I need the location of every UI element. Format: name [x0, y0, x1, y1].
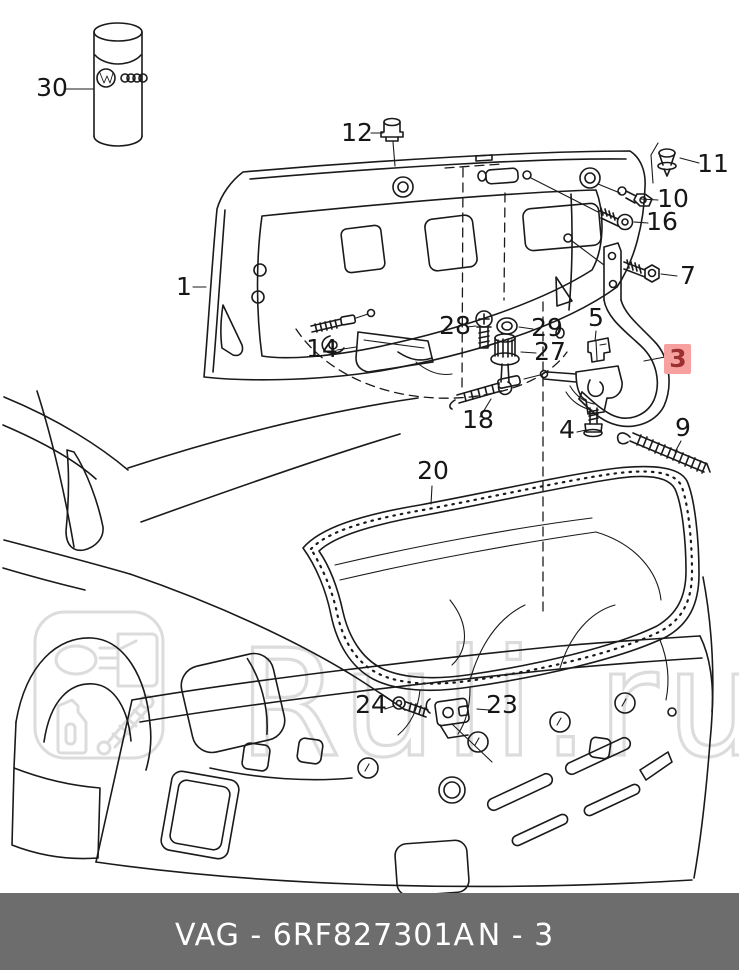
- bolt-28: [475, 310, 493, 349]
- leader-lines: [65, 88, 700, 711]
- callout-12[interactable]: 12: [341, 118, 373, 147]
- trunk-seal: [302, 465, 700, 692]
- watermark-text: Ruli.ru: [238, 618, 739, 790]
- spray-can: [93, 22, 148, 147]
- callout-16[interactable]: 16: [646, 207, 678, 236]
- callout-3[interactable]: 3: [669, 344, 686, 373]
- callout-3-highlight-box: [664, 344, 691, 374]
- callout-10[interactable]: 10: [657, 184, 689, 213]
- callout-24[interactable]: 24: [355, 690, 387, 719]
- hardware: [310, 117, 711, 763]
- bolt-7: [623, 259, 660, 283]
- callout-5[interactable]: 5: [588, 303, 604, 332]
- footer-part-number: VAG - 6RF827301A: [175, 918, 475, 953]
- footer-bar: VAG - 6RF827301A N - 3: [0, 893, 739, 970]
- callout-29[interactable]: 29: [531, 313, 563, 342]
- callout-7[interactable]: 7: [680, 261, 696, 290]
- screw-16: [599, 207, 634, 231]
- trunk-lid: [203, 141, 646, 381]
- callout-20[interactable]: 20: [417, 456, 449, 485]
- callout-3-highlighted[interactable]: 3: [664, 344, 691, 374]
- callouts: 30 1 12 11 10 16 7 28 29 27 14 5 18 4 9 …: [36, 73, 729, 719]
- tail-lamp-opening: [180, 652, 286, 754]
- cap-nut-12: [380, 117, 404, 142]
- callout-30[interactable]: 30: [36, 73, 68, 102]
- latch-14: [310, 308, 453, 376]
- clip-5: [587, 337, 611, 363]
- screw-10: [617, 186, 653, 207]
- cable-18: [449, 369, 549, 410]
- callout-18[interactable]: 18: [462, 405, 494, 434]
- watermark-logo: [33, 610, 165, 760]
- callout-27[interactable]: 27: [534, 337, 566, 366]
- bolt-4: [583, 407, 603, 438]
- footer-page-ref: N - 3: [478, 918, 554, 953]
- footer-background: [0, 893, 739, 970]
- callout-4[interactable]: 4: [559, 415, 575, 444]
- screw-24: [392, 696, 429, 718]
- trunk-interior: [334, 517, 669, 736]
- callout-28[interactable]: 28: [439, 311, 471, 340]
- lock-cylinder-27: [490, 333, 520, 396]
- callout-11[interactable]: 11: [697, 149, 729, 178]
- callout-1[interactable]: 1: [176, 272, 192, 301]
- callout-14[interactable]: 14: [306, 334, 338, 363]
- spring-9: [616, 432, 711, 474]
- clip-11: [650, 142, 677, 184]
- callout-9[interactable]: 9: [675, 413, 691, 442]
- callout-23[interactable]: 23: [486, 690, 518, 719]
- striker-23: [425, 697, 493, 763]
